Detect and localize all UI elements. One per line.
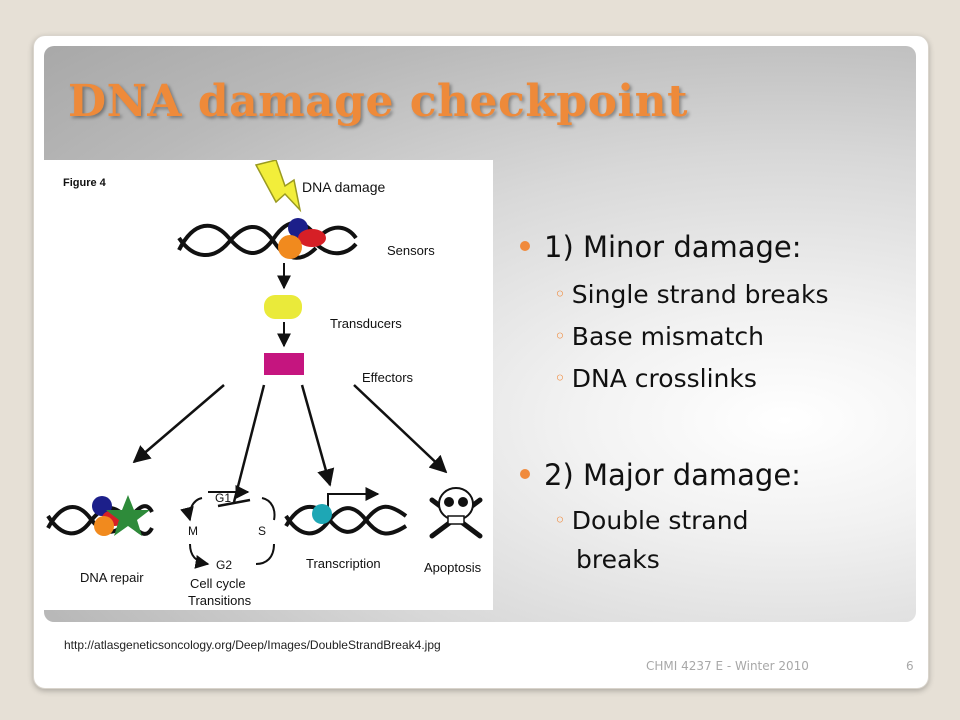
slide-footer: CHMI 4237 E - Winter 2010 [646,659,809,673]
sub-bullet-text: Double strand breaks [571,506,749,574]
cell-cycle-diagram [180,485,276,569]
sub-bullet: ◦Base mismatch [554,322,765,351]
slide-title: DNA damage checkpoint [68,76,688,127]
bullet-text: 2) Major damage: [544,458,801,492]
sensor-orange [278,235,302,259]
transducer [264,295,302,319]
g1-label: G1 [215,491,231,505]
sub-bullet-text: Base mismatch [571,322,765,351]
cell-cycle-label-1: Cell cycle [190,576,246,591]
cell-cycle-label-2: Transitions [188,593,252,608]
bullet-major-damage: 2) Major damage: [520,458,801,492]
sub-bullet: ◦Double strand breaks [554,506,749,574]
skull-icon [429,487,483,539]
bullet-dot [520,241,530,251]
sub-bullet-text: Single strand breaks [571,280,829,309]
effector [264,353,304,375]
page-number: 6 [906,659,914,673]
bullet-minor-damage: 1) Minor damage: [520,230,802,264]
sensors-label: Sensors [387,243,435,258]
lightning-icon [254,160,302,213]
figure-diagram: Figure 4 DNA damage Sensors Transducers … [46,160,483,608]
g2-label: G2 [216,558,232,572]
transcription-factor [312,504,332,524]
effectors-label: Effectors [362,370,414,385]
figure-label: Figure 4 [63,177,107,189]
star-icon [106,495,150,536]
sub-bullet: ◦Single strand breaks [554,280,829,309]
sensor-red [298,229,326,247]
bullet-dot [520,469,530,479]
transducers-label: Transducers [330,316,402,331]
transcription-label: Transcription [306,556,381,571]
repair-orange [94,516,114,536]
dna-repair-label: DNA repair [80,570,144,585]
s-label: S [258,524,266,538]
m-label: M [188,524,198,538]
bullet-text: 1) Minor damage: [544,230,802,264]
repair-blue [92,496,112,516]
dna-helix-transcription [284,504,408,536]
dna-damage-label: DNA damage [302,179,385,195]
apoptosis-label: Apoptosis [424,560,482,575]
source-url: http://atlasgeneticsoncology.org/Deep/Im… [64,638,441,652]
sub-bullet-text: DNA crosslinks [571,364,757,393]
sub-bullet: ◦DNA crosslinks [554,364,757,393]
dna-helix-sensors [177,220,358,260]
dna-checkpoint-figure: Figure 4 DNA damage Sensors Transducers … [44,160,493,610]
